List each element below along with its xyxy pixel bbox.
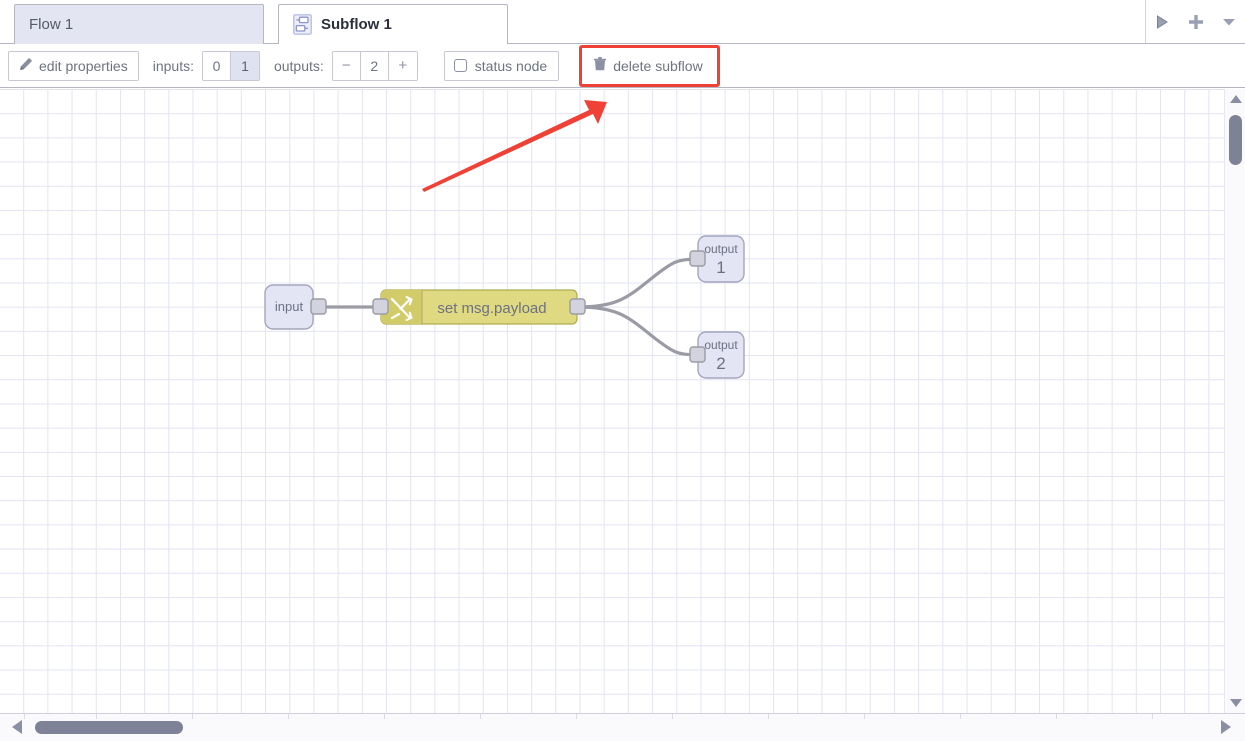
wire-change-to-output-1[interactable] (576, 257, 700, 309)
status-node-toggle[interactable]: status node (443, 50, 560, 81)
node-change-label: set msg.payload (437, 300, 546, 317)
node-input-label: input (275, 299, 304, 314)
pencil-icon (19, 57, 33, 74)
delete-subflow-highlight: delete subflow (579, 44, 720, 87)
tab-subflow-1[interactable]: Subflow 1 (278, 4, 508, 45)
outputs-decrement-button[interactable]: − (332, 51, 361, 80)
scroll-up-arrow[interactable] (1230, 95, 1242, 103)
inputs-option-1[interactable]: 1 (230, 51, 259, 80)
scroll-tick (576, 714, 577, 719)
subflow-icon (293, 14, 312, 35)
outputs-label: outputs: (273, 57, 324, 74)
scroll-tick (960, 714, 961, 719)
inputs-toggle-group[interactable]: 0 1 (201, 50, 260, 81)
inputs-label: inputs: (152, 57, 194, 74)
outputs-stepper[interactable]: − 2 + (331, 50, 418, 81)
flow-canvas[interactable]: input set msg.payload (0, 89, 1224, 713)
canvas-nodes-layer: input set msg.payload (264, 100, 745, 379)
edit-properties-button[interactable]: edit properties (8, 50, 139, 81)
tab-controls (1145, 0, 1245, 43)
tab-subflow-1-label: Subflow 1 (321, 16, 392, 33)
node-output-1-index: 1 (716, 258, 725, 277)
scroll-tick (1152, 714, 1153, 719)
change-port-input[interactable] (372, 298, 389, 315)
node-subflow-output-1[interactable]: output 1 (689, 235, 745, 283)
subflow-toolbar: edit properties inputs: 0 1 outputs: − 2… (0, 44, 1245, 88)
inputs-option-0[interactable]: 0 (202, 51, 231, 80)
add-tab-icon[interactable] (1183, 9, 1209, 35)
scroll-tick (480, 714, 481, 719)
node-subflow-output-2[interactable]: output 2 (689, 331, 745, 379)
output-1-port-input[interactable] (689, 250, 706, 267)
tab-flow-1[interactable]: Flow 1 (14, 4, 264, 44)
minus-icon: − (341, 57, 351, 74)
scroll-tick (1056, 714, 1057, 719)
scroll-left-arrow[interactable] (12, 720, 22, 734)
scroll-tick (192, 714, 193, 719)
vertical-scroll-thumb[interactable] (1229, 115, 1242, 165)
node-output-2-label: output (704, 338, 738, 352)
change-shuffle-icon (390, 296, 413, 321)
scroll-tick (864, 714, 865, 719)
scroll-tick (384, 714, 385, 719)
horizontal-scrollbar[interactable] (0, 713, 1245, 741)
scroll-tick (288, 714, 289, 719)
checkbox-icon[interactable] (453, 59, 467, 72)
outputs-increment-button[interactable]: + (388, 51, 417, 80)
tab-flow-1-label: Flow 1 (29, 16, 74, 33)
node-output-2-index: 2 (716, 354, 725, 373)
scroll-tick (768, 714, 769, 719)
scroll-tick (96, 714, 97, 719)
plus-icon: + (398, 57, 408, 74)
scroll-right-arrow[interactable] (1221, 720, 1231, 734)
change-port-output[interactable] (569, 298, 586, 315)
node-change[interactable]: set msg.payload (372, 289, 586, 325)
output-2-port-input[interactable] (689, 346, 706, 363)
status-node-label: status node (474, 57, 548, 74)
play-icon[interactable] (1150, 9, 1176, 35)
vertical-scrollbar[interactable] (1224, 89, 1245, 713)
scroll-tick (24, 714, 25, 719)
wire-group (318, 257, 700, 357)
node-output-1-label: output (704, 242, 738, 256)
trash-icon (594, 57, 607, 74)
delete-subflow-button[interactable]: delete subflow (586, 51, 713, 80)
tab-bar: Flow 1 Subflow 1 (0, 0, 1245, 45)
scroll-tick (672, 714, 673, 719)
outputs-value: 2 (360, 51, 389, 80)
horizontal-scroll-thumb[interactable] (35, 721, 183, 734)
wire-change-to-output-2[interactable] (576, 305, 700, 357)
annotation-arrow (422, 100, 607, 192)
input-port-output[interactable] (310, 298, 327, 315)
chevron-down-icon[interactable] (1216, 9, 1242, 35)
scroll-down-arrow[interactable] (1230, 699, 1242, 707)
node-subflow-input[interactable]: input (264, 284, 327, 330)
tab-list: Flow 1 Subflow 1 (0, 0, 508, 45)
edit-properties-label: edit properties (39, 57, 128, 74)
delete-subflow-label: delete subflow (613, 57, 703, 74)
